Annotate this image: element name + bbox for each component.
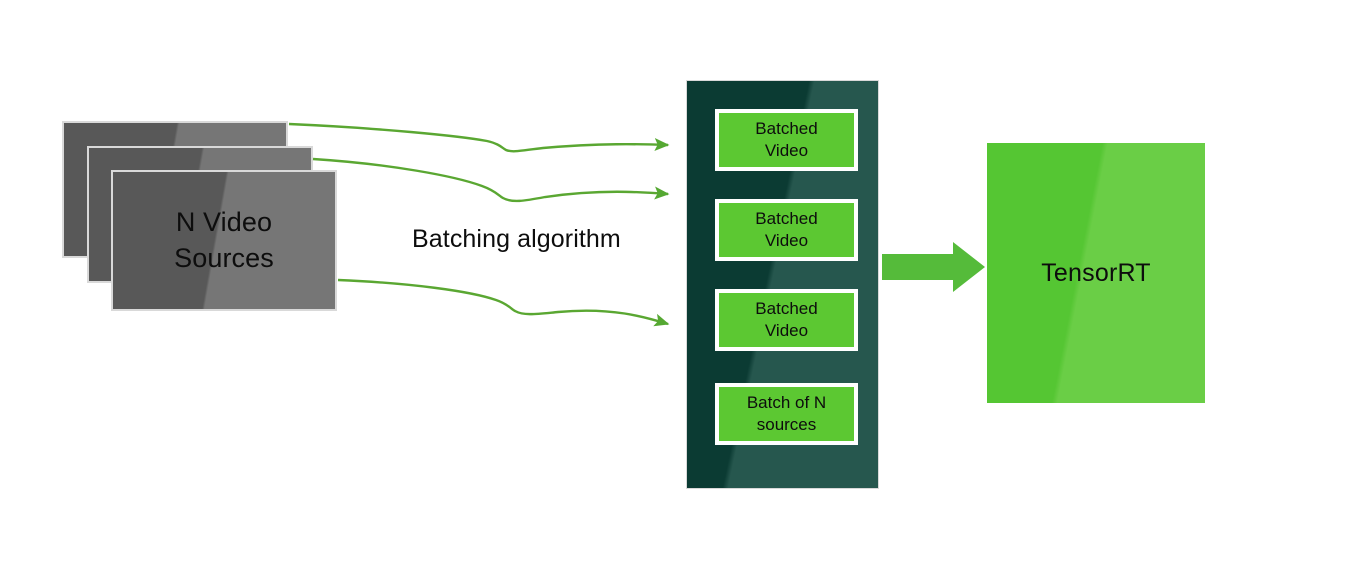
tensorrt-label: TensorRT <box>1041 258 1151 287</box>
connector-curve-3 <box>337 278 670 327</box>
video-source-card-front: N Video Sources <box>111 170 337 311</box>
batch-item-3-label: Batched Video <box>755 298 818 340</box>
batch-item-2-label: Batched Video <box>755 208 818 250</box>
connector-curve-1 <box>288 122 670 153</box>
video-sources-label: N Video Sources <box>174 206 274 273</box>
batch-item-4-label: Batch of N sources <box>746 392 827 434</box>
batch-item-3[interactable]: Batched Video <box>715 289 858 351</box>
tensorrt-block[interactable]: TensorRT <box>987 143 1205 403</box>
batch-item-1-label: Batched Video <box>755 118 818 160</box>
connector-curve-2 <box>312 157 670 203</box>
batch-item-4[interactable]: Batch of N sources <box>715 383 858 445</box>
batch-item-1[interactable]: Batched Video <box>715 109 858 171</box>
tensorrt-block-arrow <box>882 242 985 292</box>
batching-algorithm-label: Batching algorithm <box>412 225 621 253</box>
batching-container: Batched Video Batched Video Batched Vide… <box>686 80 879 489</box>
batch-item-2[interactable]: Batched Video <box>715 199 858 261</box>
